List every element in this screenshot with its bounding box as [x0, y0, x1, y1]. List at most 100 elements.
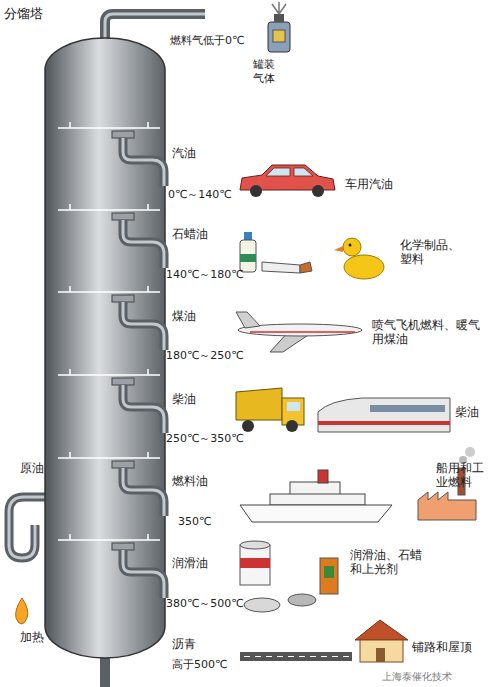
factory-building: [418, 492, 476, 520]
tray: [58, 452, 160, 458]
truck-window: [287, 402, 300, 411]
car-windows: [266, 168, 313, 176]
product-use: 润滑油、石蜡和上光剂: [350, 548, 432, 576]
tube-cap: [300, 262, 312, 273]
temperature-range: 高于500℃: [172, 658, 227, 672]
train-stripe: [318, 421, 450, 425]
tower-internals: [58, 122, 164, 598]
temperature-range: 0℃～140℃: [168, 188, 232, 202]
paint-tube: [262, 262, 300, 273]
temperature-range: 250℃～350℃: [166, 432, 244, 446]
fraction-name: 燃料油: [172, 474, 208, 488]
truck-bed: [236, 388, 282, 420]
distillation-tower: [45, 38, 165, 658]
house-roof: [355, 620, 408, 640]
draw-off-pipe: [123, 220, 164, 268]
product-use: 喷气飞机燃料、暖气用煤油: [372, 318, 488, 346]
temperature-range: 350℃: [178, 515, 211, 529]
tray: [58, 204, 160, 210]
wax-tin: [244, 598, 280, 612]
gas-canister: [268, 22, 290, 52]
oil-can-band: [240, 558, 270, 568]
fraction-name: 煤油: [172, 309, 196, 323]
draw-off-cup: [112, 131, 134, 138]
draw-off-cup: [112, 213, 134, 220]
road-marking: [244, 656, 350, 657]
duck-eye: [349, 244, 352, 247]
draw-off-pipe: [123, 468, 164, 516]
draw-off-pipe: [123, 550, 164, 598]
pipe-shine: [123, 220, 164, 268]
plane-tail: [236, 312, 260, 328]
bottle-cap: [244, 232, 252, 240]
feed-label: 原油: [20, 461, 44, 475]
fraction-name: 润滑油: [172, 556, 208, 570]
heat-label: 加热: [20, 630, 44, 644]
product-use: 柴油: [455, 405, 479, 419]
tray: [58, 534, 160, 540]
pipe-shine: [123, 302, 164, 350]
gas-fraction: 燃料气低于0℃: [170, 34, 244, 48]
crude-inlet-shine: [9, 497, 48, 558]
product-use: 船用和工业燃料: [436, 461, 486, 489]
polish-box: [320, 558, 338, 594]
fraction-name: 汽油: [172, 146, 196, 160]
train-body: [318, 398, 450, 432]
canister-label: [273, 30, 285, 42]
bottle: [240, 240, 256, 272]
house-door: [376, 648, 385, 662]
fraction-name: 沥青: [172, 637, 196, 651]
house-wall: [360, 640, 403, 662]
fraction-name: 石蜡油: [172, 227, 208, 241]
heating-flame: [16, 598, 28, 624]
fraction-name: 柴油: [172, 392, 196, 406]
temperature-range: 140℃～180℃: [166, 268, 244, 282]
oil-can: [240, 545, 270, 585]
truck-wheel: [286, 420, 298, 432]
temperature-range: 380℃～500℃: [166, 597, 244, 611]
car-wheel: [312, 185, 324, 197]
watermark: 上海泰催化技术: [382, 670, 452, 684]
ship-deck: [270, 494, 365, 505]
draw-off-cup: [112, 295, 134, 302]
factory-smoke: [465, 447, 475, 457]
pipe-shine: [123, 550, 164, 598]
oil-can-top: [240, 541, 270, 549]
polish-box-label: [324, 566, 334, 578]
polish-tin: [288, 594, 316, 606]
temperature-range: 180℃～250℃: [166, 349, 244, 363]
tray: [58, 122, 160, 128]
pipe-shine: [123, 385, 164, 433]
ship-funnel: [318, 470, 328, 483]
product-use: 罐装 气体: [253, 58, 279, 86]
draw-off-cup: [112, 378, 134, 385]
train-windows: [370, 405, 445, 412]
plane-stripe: [250, 331, 355, 333]
draw-off-pipe: [123, 138, 164, 186]
car-wheel: [250, 185, 262, 197]
tray: [58, 369, 160, 375]
draw-off-pipe: [123, 385, 164, 433]
tray: [58, 286, 160, 292]
canister-spikes: [272, 2, 286, 14]
bottle-label: [240, 254, 256, 262]
canister-valve: [274, 14, 284, 22]
duck-head: [343, 238, 361, 256]
draw-off-pipe: [123, 302, 164, 350]
product-use: 化学制品、塑料: [400, 238, 470, 266]
road: [240, 652, 352, 661]
diagram-title: 分馏塔: [4, 5, 43, 23]
duck-beak: [334, 246, 343, 252]
draw-off-cup: [112, 543, 134, 550]
pipe-shine: [123, 468, 164, 516]
product-use: 铺路和屋顶: [412, 640, 472, 654]
duck-body: [344, 255, 384, 279]
crude-inlet-pipe: [9, 497, 48, 558]
draw-off-cup: [112, 461, 134, 468]
ship-hull: [240, 505, 392, 522]
truck-wheel: [242, 420, 254, 432]
pipe-shine: [123, 138, 164, 186]
product-use: 车用汽油: [345, 177, 393, 191]
